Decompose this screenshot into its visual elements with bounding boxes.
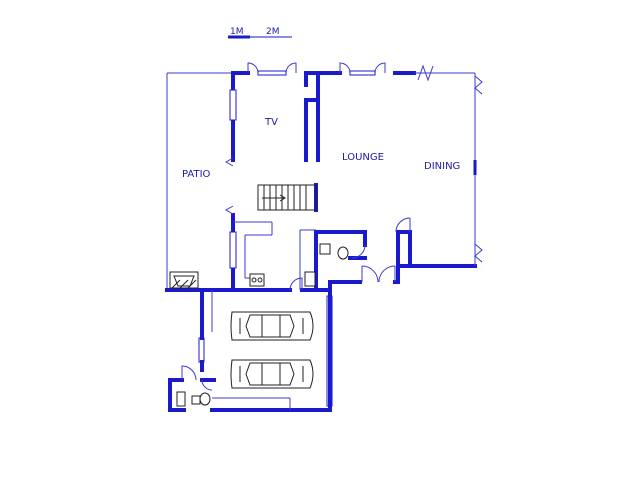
car-bottom xyxy=(230,359,314,389)
guest-toilet xyxy=(249,243,349,287)
scale-bar: 1M 2M xyxy=(228,27,292,39)
room-label-patio: PATIO xyxy=(182,169,211,180)
doors-top xyxy=(224,62,483,263)
car-top xyxy=(230,311,314,341)
interior-walls xyxy=(304,71,367,292)
room-label-tv: TV xyxy=(264,117,278,128)
room-label-lounge: LOUNGE xyxy=(342,152,384,163)
interior-partitions xyxy=(233,218,411,290)
staircase xyxy=(257,184,317,211)
window-tv-west xyxy=(229,89,237,121)
scale-mark-1m: 1M xyxy=(230,27,244,37)
windows xyxy=(198,89,333,407)
scale-mark-2m: 2M xyxy=(266,27,280,37)
dining-outline xyxy=(414,72,477,266)
window-tv-southwest xyxy=(229,231,237,269)
window-garage-west xyxy=(198,337,205,363)
room-label-dining: DINING xyxy=(424,161,460,172)
exterior-walls xyxy=(165,71,477,292)
braai-fireplace xyxy=(169,271,199,289)
doors-bottom xyxy=(289,217,411,291)
garage xyxy=(168,288,332,412)
patio-outline xyxy=(166,72,233,290)
